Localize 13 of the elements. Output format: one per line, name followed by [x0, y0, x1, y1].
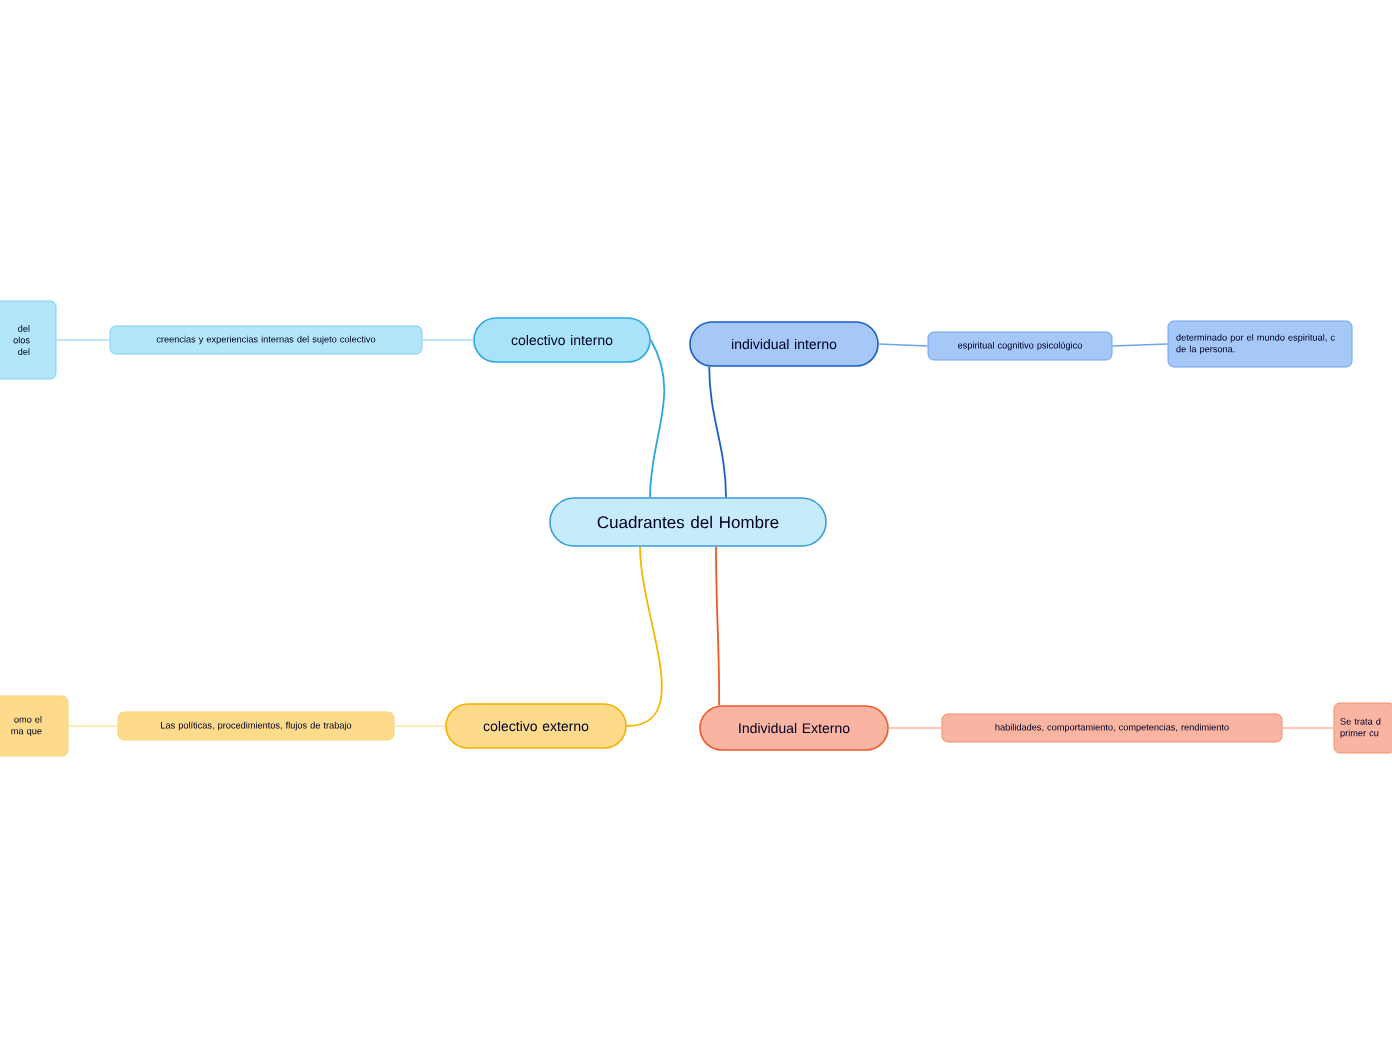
connector-line [1111, 343, 1169, 347]
connector-line [625, 545, 663, 727]
connector-line [55, 339, 111, 341]
connector-line [1281, 727, 1335, 729]
connector-line [421, 339, 474, 341]
connector-line [649, 339, 666, 499]
central-topic: Cuadrantes del Hombre [549, 497, 827, 547]
connector-line [715, 545, 721, 707]
connector-line [708, 365, 727, 499]
connector-line [393, 725, 446, 727]
connector-line [888, 727, 943, 729]
connector-line [878, 343, 929, 347]
connector-line [67, 725, 119, 727]
